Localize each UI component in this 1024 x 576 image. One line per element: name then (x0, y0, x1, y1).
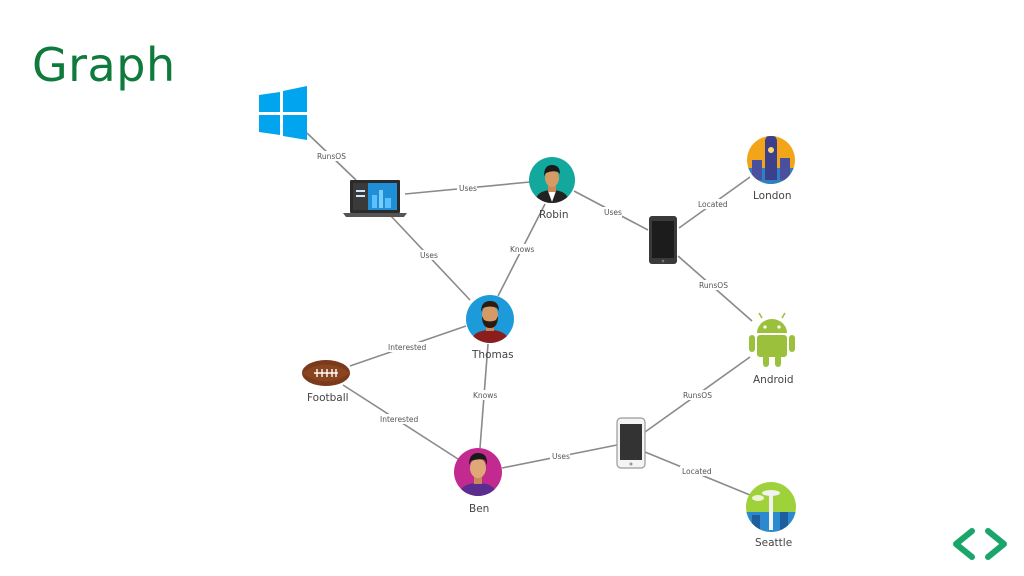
edge-label-uses: Uses (552, 452, 570, 461)
edge-label-interested: Interested (388, 343, 427, 352)
slide-title: Graph (32, 38, 176, 92)
node-label-thomas: Thomas (471, 349, 514, 361)
edge-label-runsos: RunsOS (317, 152, 346, 161)
football-icon (302, 360, 350, 386)
edge-label-knows: Knows (473, 391, 497, 400)
avatar-robin[interactable] (529, 157, 575, 204)
node-label-ben: Ben (469, 503, 489, 515)
avatar-thomas[interactable] (466, 295, 514, 344)
edge-label-knows: Knows (510, 245, 534, 254)
node-label-football: Football (307, 392, 349, 404)
seattle-icon (746, 482, 796, 532)
smartphone-icon (616, 417, 646, 469)
chevron-left-icon[interactable] (953, 528, 975, 560)
edge-label-uses: Uses (459, 184, 477, 193)
avatar-ben[interactable] (454, 448, 502, 497)
edge-label-runsos: RunsOS (699, 281, 728, 290)
node-label-robin: Robin (539, 209, 569, 221)
laptop-icon (343, 180, 407, 217)
edge-label-located: Located (698, 200, 728, 209)
android-icon (749, 312, 795, 367)
london-icon (747, 136, 795, 184)
edge-label-uses: Uses (420, 251, 438, 260)
smartphone-icon (649, 216, 677, 264)
edge-labels: RunsOS Uses Uses Uses Knows Located Runs… (314, 151, 728, 476)
edge-label-runsos: RunsOS (683, 391, 712, 400)
windows-logo-icon (259, 86, 307, 140)
edge-label-interested: Interested (380, 415, 419, 424)
node-label-android: Android (753, 374, 794, 386)
edge-label-located: Located (682, 467, 712, 476)
chevron-right-icon[interactable] (985, 528, 1007, 560)
node-label-london: London (753, 190, 792, 202)
node-label-seattle: Seattle (755, 537, 792, 549)
edge-label-uses: Uses (604, 208, 622, 217)
